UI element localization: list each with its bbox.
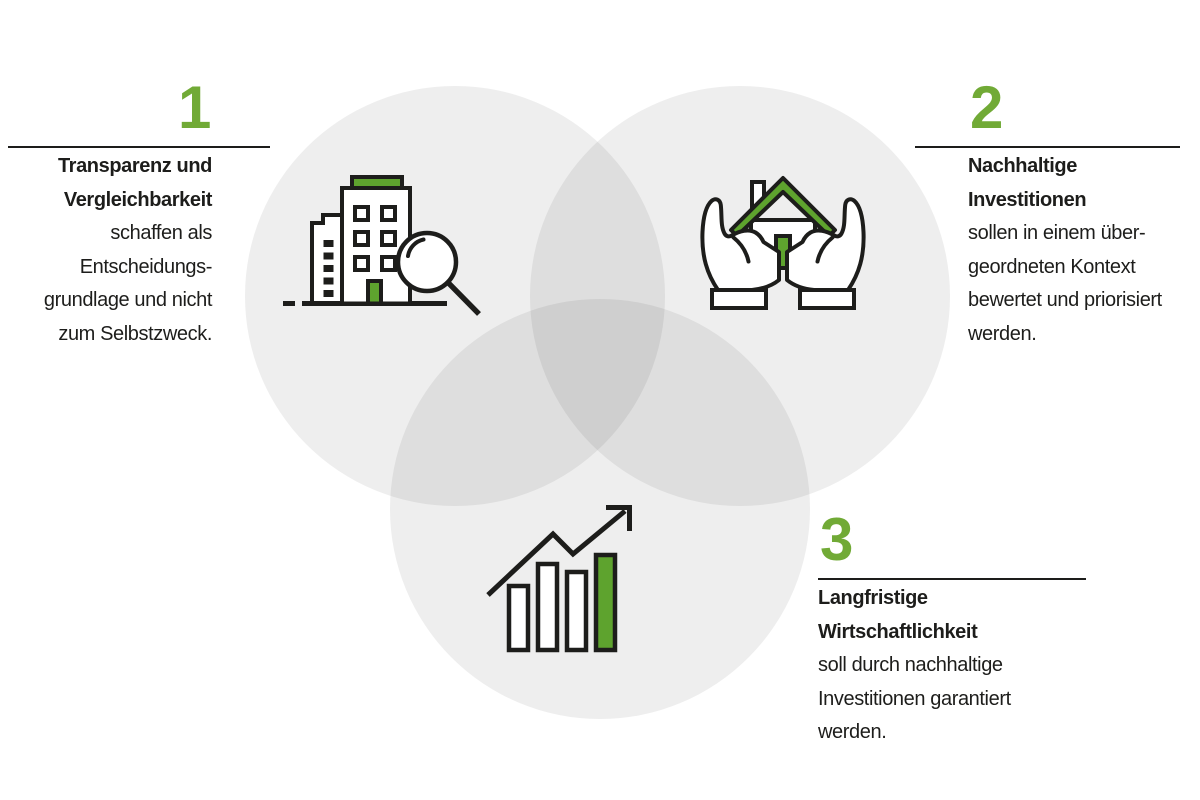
section-body-line: geordneten Kontext — [968, 255, 1136, 278]
section-number: 3 — [820, 506, 853, 573]
section-title-line: Transparenz und — [57, 155, 212, 177]
building-windows — [353, 205, 397, 272]
section-body-line: Investitionen garantiert — [818, 687, 1011, 710]
magnifier-handle — [446, 280, 481, 316]
hands-house-icon — [700, 176, 866, 310]
section-body-line: schaffen als — [110, 222, 212, 244]
section-body-line: werden. — [968, 322, 1037, 345]
section-body-line: grundlage und nicht — [43, 289, 212, 311]
section-long-term-profitability: 3 Langfristige Wirtschaftlichkeit soll d… — [818, 506, 1086, 750]
section-text: Transparenz und Vergleichbarkeit schaffe… — [8, 150, 270, 351]
section-body-line: soll durch nachhaltige — [818, 654, 1003, 676]
section-number: 2 — [970, 74, 1003, 141]
divider-line — [915, 146, 1180, 148]
building-magnifier-icon — [283, 175, 481, 316]
right-hand — [785, 197, 866, 310]
small-building-windows — [323, 240, 334, 297]
section-body-line: bewertet und priorisiert — [968, 289, 1162, 311]
section-title-line: Nachhaltige — [968, 155, 1077, 177]
chart-bar-green — [593, 552, 618, 653]
chart-bars — [506, 561, 589, 653]
section-body-line: sollen in einem über- — [968, 222, 1146, 244]
magnifier-lens — [395, 230, 459, 294]
trend-arrow-head — [606, 505, 632, 531]
divider-line — [8, 146, 270, 148]
section-body-line: werden. — [818, 721, 887, 743]
section-text: Nachhaltige Investitionen sollen in eine… — [915, 150, 1180, 351]
section-text: Langfristige Wirtschaftlichkeit soll dur… — [818, 582, 1086, 750]
section-body-line: zum Selbstzweck. — [58, 322, 212, 345]
left-hand — [700, 197, 781, 310]
growth-chart-icon — [486, 505, 632, 653]
section-title-line: Investitionen — [968, 188, 1087, 211]
section-title-line: Wirtschaftlichkeit — [818, 620, 978, 643]
divider-line — [818, 578, 1086, 580]
section-title-line: Langfristige — [818, 587, 928, 609]
section-body-line: Entscheidungs- — [79, 255, 213, 278]
trend-arrow-shaft — [486, 509, 627, 597]
section-number: 1 — [178, 74, 211, 141]
section-transparency: 1 Transparenz und Vergleichbarkeit schaf… — [8, 74, 270, 351]
section-title-line: Vergleichbarkeit — [63, 188, 213, 211]
section-sustainable-investments: 2 Nachhaltige Investitionen sollen in ei… — [915, 74, 1180, 351]
